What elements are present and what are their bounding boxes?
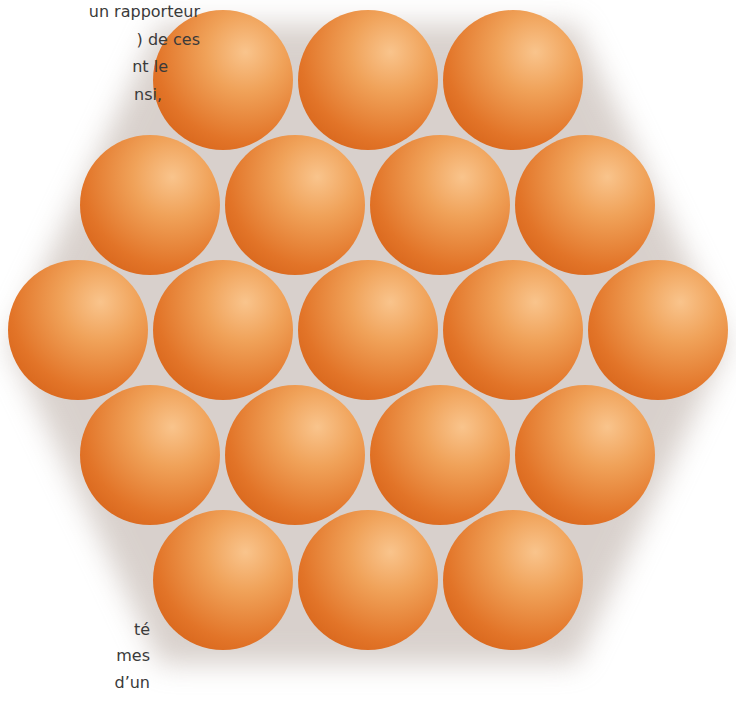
cropped-text: ) de ces — [137, 30, 200, 50]
sphere — [225, 385, 365, 525]
sphere — [443, 510, 583, 650]
cropped-text: té — [134, 620, 150, 640]
sphere — [298, 510, 438, 650]
sphere — [443, 260, 583, 400]
sphere — [153, 510, 293, 650]
sphere — [588, 260, 728, 400]
cropped-text: un rapporteur — [89, 2, 200, 22]
sphere — [8, 260, 148, 400]
cropped-text: nt le — [132, 57, 168, 77]
cropped-text: mes — [116, 646, 150, 666]
sphere — [443, 10, 583, 150]
sphere — [515, 385, 655, 525]
sphere — [153, 260, 293, 400]
sphere — [298, 260, 438, 400]
cropped-text: nsi, — [134, 85, 162, 105]
sphere — [80, 135, 220, 275]
sphere-group — [8, 10, 728, 650]
sphere — [80, 385, 220, 525]
cropped-text: d’un — [114, 673, 150, 693]
sphere — [515, 135, 655, 275]
sphere — [370, 385, 510, 525]
sphere — [225, 135, 365, 275]
sphere — [298, 10, 438, 150]
sphere — [370, 135, 510, 275]
